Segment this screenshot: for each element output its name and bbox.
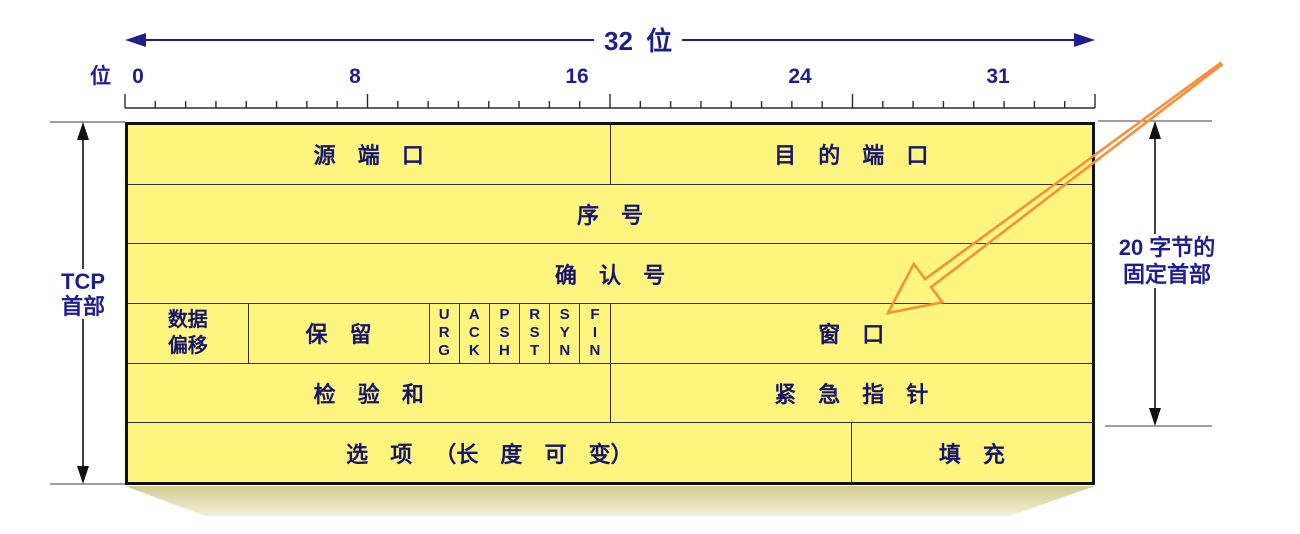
field-flag-syn: SYN [550, 304, 580, 363]
flag-label: URG [435, 306, 453, 361]
field-urgent-pointer: 紧 急 指 针 [610, 363, 1092, 423]
dimension-arrowhead-bottom [77, 466, 89, 484]
field-flag-rst: RST [520, 304, 550, 363]
field-sequence-number: 序 号 [128, 184, 1092, 244]
fixed-header-label-line1: 20 字节的 [1118, 235, 1216, 260]
table-shadow [125, 486, 1095, 516]
field-data-offset-line2: 偏移 [167, 335, 208, 358]
field-source-port: 源 端 口 [128, 125, 610, 184]
field-options: 选 项 （长 度 可 变） [128, 423, 851, 482]
flag-label: PSH [495, 306, 513, 361]
bit-tick-label-24: 24 [788, 65, 812, 88]
field-reserved: 保 留 [248, 304, 429, 363]
flag-label: ACK [465, 306, 483, 361]
field-padding: 填 充 [851, 423, 1092, 482]
field-acknowledgment-number: 确 认 号 [128, 244, 1092, 303]
field-data-offset-line1: 数据 [167, 309, 208, 332]
bit-ruler [124, 94, 1096, 109]
flag-label: SYN [556, 306, 574, 361]
flag-label: RST [526, 306, 544, 361]
width-label: 32 位 [594, 26, 683, 56]
bit-tick-label-0: 0 [132, 65, 144, 88]
field-flag-urg: URG [429, 304, 459, 363]
fixed-header-label: 20 字节的 固定首部 [1106, 234, 1228, 288]
field-data-offset: 数据 偏移 [128, 304, 248, 363]
width-arrowhead-right [1074, 33, 1095, 47]
bit-tick-label-16: 16 [565, 65, 589, 88]
tcp-header-label-line1: TCP [61, 269, 105, 294]
flag-label: FIN [586, 306, 604, 361]
bit-axis-label: 位 [90, 65, 111, 88]
bit-tick-label-8: 8 [349, 65, 361, 88]
field-checksum: 检 验 和 [128, 363, 610, 423]
field-flag-fin: FIN [580, 304, 610, 363]
field-destination-port: 目 的 端 口 [610, 125, 1092, 184]
field-flag-psh: PSH [489, 304, 520, 363]
width-arrowhead-left [125, 33, 146, 47]
tcp-header-label: TCP 首部 [50, 269, 116, 319]
tcp-header-label-line2: 首部 [60, 294, 105, 319]
dimension-arrowhead-top [1149, 121, 1161, 139]
dimension-arrowhead-bottom [1149, 408, 1161, 426]
dimension-arrowhead-top [77, 122, 89, 140]
fixed-header-label-line2: 固定首部 [1122, 262, 1211, 287]
field-window: 窗 口 [610, 304, 1092, 363]
bit-tick-label-31: 31 [986, 65, 1010, 88]
tcp-header-table: 源 端 口 目 的 端 口 序 号 确 认 号 数据 偏移 保 留 URG AC… [125, 122, 1095, 485]
field-flag-ack: ACK [459, 304, 489, 363]
